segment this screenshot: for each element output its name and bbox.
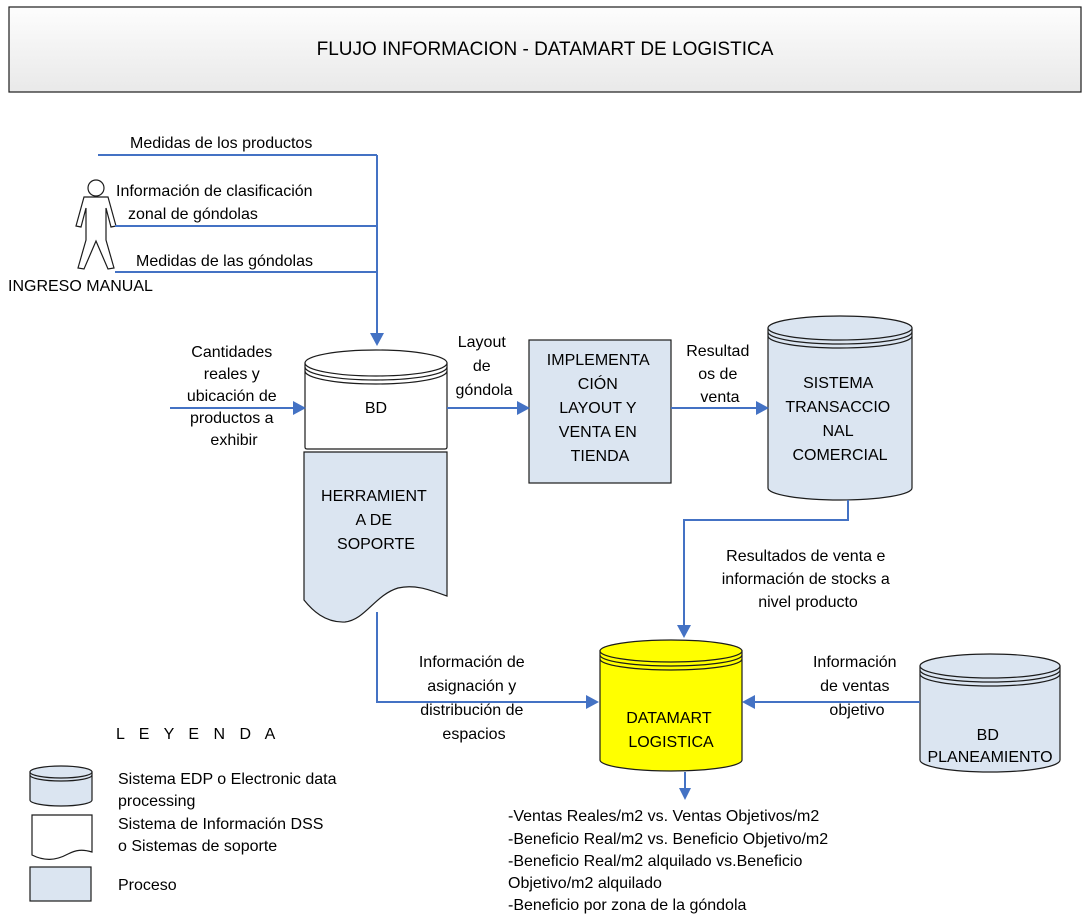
- actor-input-lines: [98, 154, 384, 346]
- sistema-node: SISTEMA TRANSACCIO NAL COMERCIAL: [767, 315, 913, 501]
- title-box: [8, 6, 1082, 93]
- flow-resultados: Resultad os de venta: [671, 343, 769, 415]
- output-item: -Ventas Reales/m2 vs. Ventas Objetivos/m…: [508, 808, 819, 825]
- herramienta-label: HERRAMIENT A DE SOPORTE: [321, 488, 431, 553]
- cylinder-icon: [29, 765, 93, 807]
- legend-item-proceso: Proceso: [118, 877, 177, 894]
- legend: L E Y E N D A Sistema EDP o Electronic d…: [29, 726, 341, 902]
- actor-label: INGRESO MANUAL: [8, 278, 153, 295]
- document-icon: [31, 814, 93, 860]
- output-item: -Beneficio Real/m2 vs. Beneficio Objetiv…: [508, 831, 828, 848]
- output-item: -Beneficio por zona de la góndola: [508, 897, 746, 914]
- flow-asignacion-label: Información de asignación y distribución…: [419, 654, 529, 743]
- diagram-title: FLUJO INFORMACION - DATAMART DE LOGISTIC…: [317, 39, 774, 60]
- output-item: Objetivo/m2 alquilado: [508, 875, 662, 892]
- planeamiento-label: BD PLANEAMIENTO: [927, 727, 1052, 766]
- actor-group: INGRESO MANUAL Medidas de los productos …: [8, 135, 384, 346]
- datamart-node: DATAMART LOGISTICA: [599, 639, 743, 772]
- bd-label: BD: [365, 400, 387, 417]
- input-medidas-gondolas: Medidas de las góndolas: [136, 253, 313, 270]
- sistema-label: SISTEMA TRANSACCIO NAL COMERCIAL: [785, 375, 894, 464]
- flow-ventas-objetivo-label: Información de ventas objetivo: [813, 654, 901, 719]
- person-icon: [75, 179, 117, 270]
- flow-resultados-label: Resultad os de venta: [686, 343, 754, 406]
- input-clasificacion-line-1: Información de clasificación: [116, 183, 313, 200]
- datamart-label: DATAMART LOGISTICA: [626, 710, 716, 751]
- flow-outputs: [679, 772, 691, 800]
- implementacion-node: IMPLEMENTA CIÓN LAYOUT Y VENTA EN TIENDA: [528, 339, 672, 484]
- bd-node: BD: [304, 349, 448, 450]
- flow-layout-label: Layout de góndola: [456, 334, 513, 399]
- flow-ventas-objetivo: Información de ventas objetivo: [742, 654, 920, 719]
- implementacion-label: IMPLEMENTA CIÓN LAYOUT Y VENTA EN TIENDA: [547, 352, 653, 465]
- flow-stocks: Resultados de venta e información de sto…: [677, 500, 895, 638]
- legend-item-edp: Sistema EDP o Electronic data processing: [118, 771, 341, 810]
- planeamiento-node: BD PLANEAMIENTO: [919, 653, 1061, 773]
- process-box-icon: [29, 866, 92, 902]
- flow-cantidades: Cantidades reales y ubicación de product…: [170, 344, 306, 449]
- legend-heading: L E Y E N D A: [116, 726, 280, 743]
- herramienta-node: HERRAMIENT A DE SOPORTE: [303, 451, 448, 623]
- flow-stocks-label: Resultados de venta e información de sto…: [722, 548, 895, 611]
- flow-cantidades-label: Cantidades reales y ubicación de product…: [187, 344, 281, 449]
- legend-item-dss: Sistema de Información DSS o Sistemas de…: [118, 816, 328, 855]
- input-clasificacion-line-2: zonal de góndolas: [128, 206, 258, 223]
- output-item: -Beneficio Real/m2 alquilado vs.Benefici…: [508, 853, 802, 870]
- flow-layout: Layout de góndola: [447, 334, 530, 415]
- input-medidas-productos: Medidas de los productos: [130, 135, 312, 152]
- outputs-list: -Ventas Reales/m2 vs. Ventas Objetivos/m…: [508, 808, 828, 914]
- flow-asignacion: Información de asignación y distribución…: [376, 612, 599, 743]
- title-banner: FLUJO INFORMACION - DATAMART DE LOGISTIC…: [8, 6, 1082, 93]
